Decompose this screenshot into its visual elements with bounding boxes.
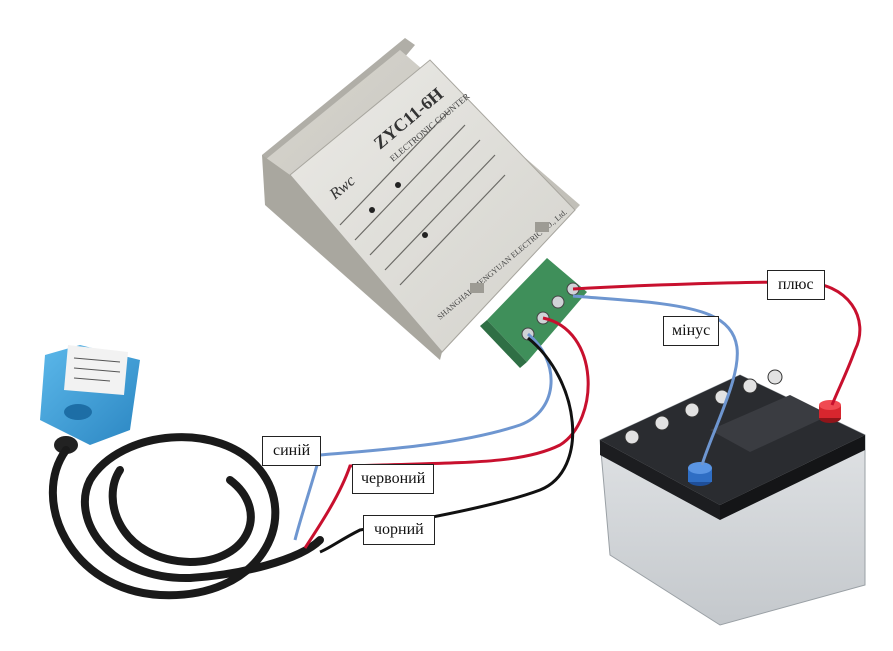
battery-negative-terminal <box>688 462 712 486</box>
label-black: чорний <box>363 515 435 545</box>
electronic-counter: Rwc ZYC11-6H ELECTRONIC COUNTER SHANGHAI… <box>262 38 580 360</box>
black-wire-sensor <box>319 336 575 554</box>
proximity-sensor <box>40 345 140 454</box>
sensor-cable-coil <box>48 433 324 600</box>
battery-positive-terminal <box>819 400 841 423</box>
label-minus: мінус <box>663 316 720 346</box>
label-blue: синій <box>262 436 322 466</box>
blue-wire-sensor <box>293 332 553 541</box>
blue-wire-battery-minus <box>572 294 739 466</box>
terminal-screw-2 <box>551 295 565 309</box>
label-red: червоний <box>352 464 435 494</box>
red-wire-sensor <box>303 316 590 549</box>
car-battery <box>599 369 866 626</box>
label-plus: плюс <box>767 270 825 300</box>
